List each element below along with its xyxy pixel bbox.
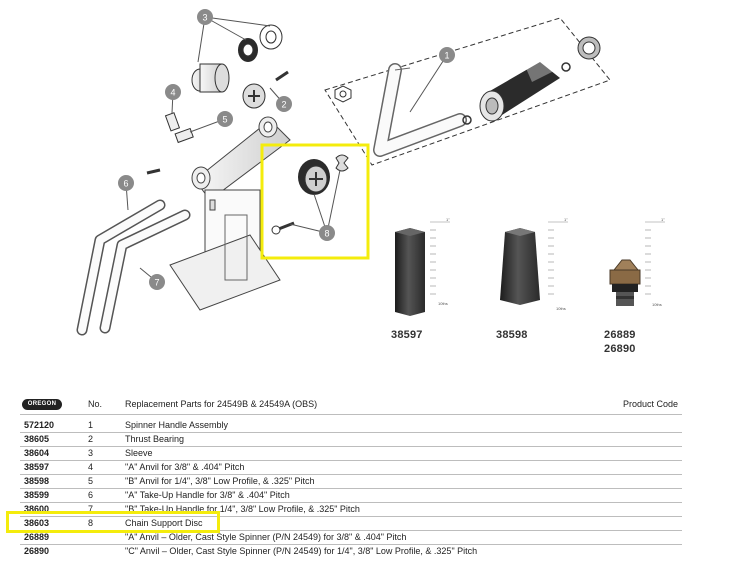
callout-7: 7 bbox=[154, 278, 159, 288]
svg-text:1": 1" bbox=[661, 217, 665, 222]
ruler-2: 1" 10ths bbox=[548, 217, 568, 311]
svg-text:1": 1" bbox=[446, 217, 450, 222]
row-description: "B" Anvil for 1/4", 3/8" Low Profile, & … bbox=[125, 476, 315, 486]
row-description: Sleeve bbox=[125, 448, 153, 458]
row-code: 38603 bbox=[24, 518, 50, 528]
svg-text:10ths: 10ths bbox=[438, 301, 448, 306]
ruler-1: 1" 10ths bbox=[430, 217, 450, 306]
part-code-38598: 38598 bbox=[496, 329, 528, 341]
row-code: 572120 bbox=[24, 420, 55, 430]
anvil-26889-photo bbox=[609, 259, 641, 306]
anvil-38598-photo bbox=[500, 228, 540, 305]
table-row: 38599 6 "A" Take-Up Handle for 3/8" & .4… bbox=[20, 488, 682, 502]
callout-6: 6 bbox=[123, 179, 128, 189]
row-description: "A" Take-Up Handle for 3/8" & .404" Pitc… bbox=[125, 490, 290, 500]
header-no: No. bbox=[88, 399, 103, 409]
table-row-highlighted: 38603 8 Chain Support Disc bbox=[20, 516, 682, 530]
row-number: 8 bbox=[88, 518, 94, 528]
row-code: 38604 bbox=[24, 448, 50, 458]
row-description: "A" Anvil – Older, Cast Style Spinner (P… bbox=[125, 532, 407, 542]
highlight-box-diagram bbox=[260, 143, 370, 260]
svg-text:10ths: 10ths bbox=[556, 306, 566, 311]
table-row: 38605 2 Thrust Bearing bbox=[20, 432, 682, 446]
callout-3: 3 bbox=[202, 13, 207, 23]
ruler-3: 1" 10ths bbox=[645, 217, 665, 307]
row-code: 38605 bbox=[24, 434, 50, 444]
header-description: Replacement Parts for 24549B & 24549A (O… bbox=[125, 399, 318, 409]
row-description: "B" Take-Up Handle for 1/4", 3/8" Low Pr… bbox=[125, 504, 360, 514]
row-description: "C" Anvil – Older, Cast Style Spinner (P… bbox=[125, 546, 478, 556]
svg-text:10ths: 10ths bbox=[652, 302, 662, 307]
callout-1: 1 bbox=[444, 51, 449, 61]
highlight-box-table-row bbox=[6, 511, 220, 533]
row-number: 4 bbox=[88, 462, 94, 472]
callout-5: 5 bbox=[222, 115, 227, 125]
row-description: "A" Anvil for 3/8" & .404" Pitch bbox=[125, 462, 245, 472]
row-number: 6 bbox=[88, 490, 94, 500]
sleeve-and-bearing bbox=[191, 24, 289, 109]
table-row: 38600 7 "B" Take-Up Handle for 1/4", 3/8… bbox=[20, 502, 682, 516]
part-code-38597: 38597 bbox=[391, 329, 423, 341]
row-code: 26889 bbox=[24, 532, 50, 542]
row-number: 3 bbox=[88, 448, 94, 458]
row-description: Thrust Bearing bbox=[125, 434, 185, 444]
anvil-38597-photo bbox=[395, 228, 425, 316]
parts-diagram: 1 2 3 4 5 6 7 8 1" 10ths 1" bbox=[76, 9, 665, 336]
spinner-handle-assembly bbox=[324, 17, 611, 166]
row-code: 38598 bbox=[24, 476, 50, 486]
row-code: 38597 bbox=[24, 462, 50, 472]
oregon-logo: OREGON bbox=[22, 399, 62, 410]
table-row: 572120 1 Spinner Handle Assembly bbox=[20, 418, 682, 432]
header-product-code: Product Code bbox=[623, 399, 679, 409]
take-up-handles bbox=[76, 199, 191, 336]
svg-text:1": 1" bbox=[564, 217, 568, 222]
chain-support-disc bbox=[260, 143, 370, 260]
row-number: 1 bbox=[88, 420, 94, 430]
row-description: Chain Support Disc bbox=[125, 518, 203, 528]
table-row: 26889 "A" Anvil – Older, Cast Style Spin… bbox=[20, 530, 682, 544]
row-number: 2 bbox=[88, 434, 94, 444]
part-code-26889: 26889 bbox=[604, 329, 636, 341]
table-row: 26890 "C" Anvil – Older, Cast Style Spin… bbox=[20, 544, 682, 558]
anvil-pins bbox=[146, 112, 194, 175]
row-code: 38600 bbox=[24, 504, 50, 514]
callouts: 1 2 3 4 5 6 7 8 bbox=[118, 9, 455, 290]
table-row: 38604 3 Sleeve bbox=[20, 446, 682, 460]
row-description: Spinner Handle Assembly bbox=[125, 420, 229, 430]
table-row: 38597 4 "A" Anvil for 3/8" & .404" Pitch bbox=[20, 460, 682, 474]
callout-8: 8 bbox=[324, 229, 329, 239]
row-code: 38599 bbox=[24, 490, 50, 500]
callout-4: 4 bbox=[170, 88, 175, 98]
row-code: 26890 bbox=[24, 546, 50, 556]
table-row: 38598 5 "B" Anvil for 1/4", 3/8" Low Pro… bbox=[20, 474, 682, 488]
row-number: 7 bbox=[88, 504, 94, 514]
callout-2: 2 bbox=[281, 100, 286, 110]
row-number: 5 bbox=[88, 476, 94, 486]
header-rule bbox=[20, 414, 682, 415]
spinner-base bbox=[169, 116, 291, 311]
part-code-26890: 26890 bbox=[604, 343, 636, 355]
